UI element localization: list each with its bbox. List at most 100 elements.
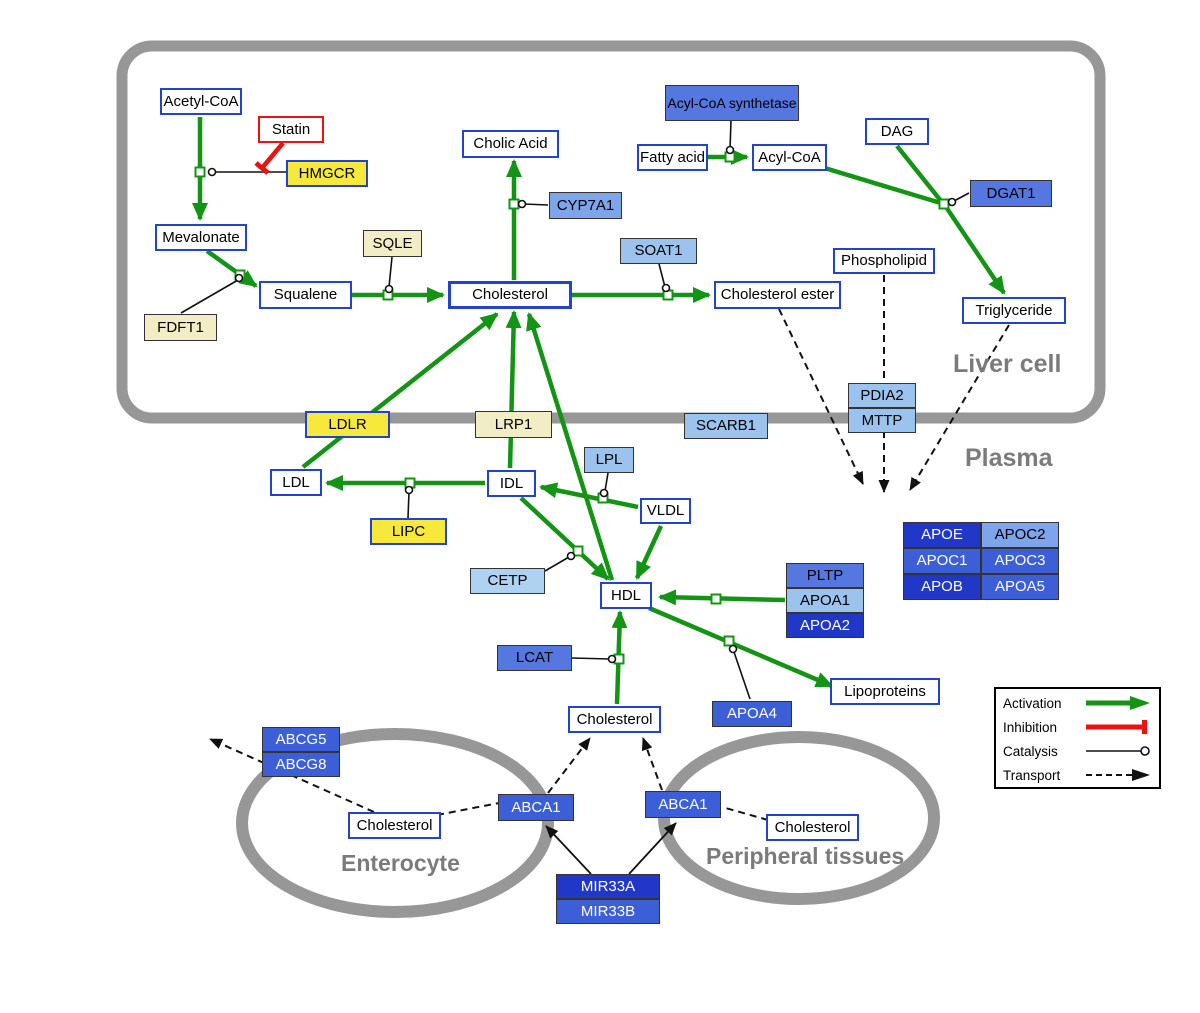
edge-soat1-catalysis xyxy=(658,263,666,288)
peripheral-tissues-membrane xyxy=(658,731,940,905)
edge-statin-inhibits-hmgcr xyxy=(260,141,285,170)
edge-hdl-scarb1-cholesterol xyxy=(526,312,615,581)
edge-peripheral-cholesterol-to-abca1 xyxy=(721,806,769,821)
edge-idl-hdl-cetp xyxy=(519,496,610,581)
node-mevalonate[interactable]: Mevalonate xyxy=(155,224,247,251)
edge-idl-lrp1-cholesterol xyxy=(505,310,522,469)
inhibition-tbar-icon xyxy=(1086,720,1147,734)
edge-fdft1-catalysis xyxy=(180,279,239,314)
reaction-nodes xyxy=(194,151,950,665)
legend-row-transport: Transport xyxy=(996,763,1159,787)
reaction-node-cyp7a1 xyxy=(508,198,520,210)
edge-abca1-to-plasma-cholesterol xyxy=(547,737,591,794)
node-fatty-acid[interactable]: Fatty acid xyxy=(637,144,708,171)
edge-lpl-catalysis xyxy=(604,472,609,492)
edge-triglyceride-plasma xyxy=(909,324,1010,491)
node-soat1[interactable]: SOAT1 xyxy=(620,238,697,264)
edge-lipc-catalysis xyxy=(407,491,410,519)
node-apoc2[interactable]: APOC2 xyxy=(981,522,1059,548)
node-apoc3[interactable]: APOC3 xyxy=(981,548,1059,574)
reaction-node-cetp xyxy=(572,545,584,557)
node-lrp1[interactable]: LRP1 xyxy=(475,411,552,438)
node-cholesterol-plasma[interactable]: Cholesterol xyxy=(568,706,661,733)
legend-transport-label: Transport xyxy=(1003,767,1061,783)
node-squalene[interactable]: Squalene xyxy=(259,281,352,309)
reaction-node-dgat1 xyxy=(938,198,950,210)
node-triglyceride[interactable]: Triglyceride xyxy=(962,297,1066,324)
edge-hdl-lipoproteins xyxy=(648,605,834,689)
node-lipoproteins[interactable]: Lipoproteins xyxy=(830,678,940,705)
node-apoc1[interactable]: APOC1 xyxy=(903,548,981,574)
liver-cell-membrane xyxy=(116,40,1106,424)
node-cholic-acid[interactable]: Cholic Acid xyxy=(462,130,559,158)
node-cholesterol-ester[interactable]: Cholesterol ester xyxy=(714,281,841,309)
node-acetyl-coa[interactable]: Acetyl-CoA xyxy=(160,88,242,115)
node-cholesterol-liver[interactable]: Cholesterol xyxy=(448,281,572,309)
node-abca1-peripheral[interactable]: ABCA1 xyxy=(645,791,721,818)
node-mttp[interactable]: MTTP xyxy=(848,408,916,433)
reaction-node-hmgcr xyxy=(194,166,206,178)
node-sqle[interactable]: SQLE xyxy=(363,230,422,257)
node-hmgcr[interactable]: HMGCR xyxy=(286,160,368,187)
node-acyl-coa-synthetase[interactable]: Acyl-CoA synthetase xyxy=(665,85,799,121)
node-lipc[interactable]: LIPC xyxy=(370,518,447,545)
node-apoa2[interactable]: APOA2 xyxy=(786,613,864,638)
node-idl[interactable]: IDL xyxy=(487,470,536,497)
edge-vldl-hdl xyxy=(634,525,664,580)
edge-acylcoa-synthetase-catalysis xyxy=(729,120,732,150)
node-dgat1[interactable]: DGAT1 xyxy=(970,180,1052,207)
node-vldl[interactable]: VLDL xyxy=(640,498,691,524)
legend-activation-label: Activation xyxy=(1003,695,1062,711)
node-apoa4[interactable]: APOA4 xyxy=(712,701,792,727)
edge-cetp-catalysis xyxy=(544,556,570,572)
liver-cell-label: Liver cell xyxy=(953,350,1062,378)
edge-enterocyte-cholesterol-to-abca1 xyxy=(436,802,500,816)
legend-inhibition-label: Inhibition xyxy=(1003,719,1058,735)
node-abca1-enterocyte[interactable]: ABCA1 xyxy=(498,794,574,821)
node-acyl-coa[interactable]: Acyl-CoA xyxy=(752,144,827,171)
node-pltp[interactable]: PLTP xyxy=(786,563,864,588)
catalysis-circle-icon xyxy=(1086,746,1150,756)
node-statin[interactable]: Statin xyxy=(258,116,324,143)
transport-dashed-arrow-icon xyxy=(1086,769,1150,781)
node-pdia2[interactable]: PDIA2 xyxy=(848,383,916,408)
node-mir33b[interactable]: MIR33B xyxy=(556,899,660,924)
node-ldl[interactable]: LDL xyxy=(270,469,322,496)
legend-row-catalysis: Catalysis xyxy=(996,739,1159,763)
node-hdl[interactable]: HDL xyxy=(600,582,652,609)
edge-dgat1-catalysis xyxy=(953,192,970,202)
edge-mir33-abca1-enterocyte xyxy=(545,825,592,875)
edge-mir33-abca1-peripheral xyxy=(628,822,677,875)
edge-ldl-ldlr-cholesterol xyxy=(301,312,499,469)
edge-lcat-catalysis xyxy=(571,657,611,660)
inhibition-edges xyxy=(254,141,285,175)
node-cyp7a1[interactable]: CYP7A1 xyxy=(549,192,622,219)
node-cholesterol-enterocyte[interactable]: Cholesterol xyxy=(348,812,441,839)
edge-apoa4-catalysis xyxy=(733,651,751,700)
edge-dgatnode-triglyceride xyxy=(942,202,1006,295)
edge-mevalonate-squalene xyxy=(205,249,258,288)
node-scarb1[interactable]: SCARB1 xyxy=(684,413,768,439)
node-mir33a[interactable]: MIR33A xyxy=(556,874,660,899)
node-apoa1[interactable]: APOA1 xyxy=(786,588,864,613)
node-phospholipid[interactable]: Phospholipid xyxy=(833,248,935,274)
node-apoa5[interactable]: APOA5 xyxy=(981,574,1059,600)
node-fdft1[interactable]: FDFT1 xyxy=(144,314,217,341)
node-abcg5[interactable]: ABCG5 xyxy=(262,727,340,752)
enterocyte-membrane xyxy=(236,728,554,918)
legend-catalysis-label: Catalysis xyxy=(1003,743,1058,759)
node-ldlr[interactable]: LDLR xyxy=(305,411,390,438)
reaction-node-apolipoprotein-exchange xyxy=(710,593,722,605)
node-cetp[interactable]: CETP xyxy=(470,568,545,594)
node-cholesterol-peripheral[interactable]: Cholesterol xyxy=(766,814,859,841)
node-lcat[interactable]: LCAT xyxy=(497,645,572,671)
node-dag[interactable]: DAG xyxy=(865,118,929,145)
node-apob[interactable]: APOB xyxy=(903,574,981,600)
edge-acylcoa-dgatnode xyxy=(817,163,945,207)
edge-cholesterolester-plasma xyxy=(778,308,864,485)
node-abcg8[interactable]: ABCG8 xyxy=(262,752,340,777)
node-apoe[interactable]: APOE xyxy=(903,522,981,548)
node-lpl[interactable]: LPL xyxy=(584,447,634,473)
